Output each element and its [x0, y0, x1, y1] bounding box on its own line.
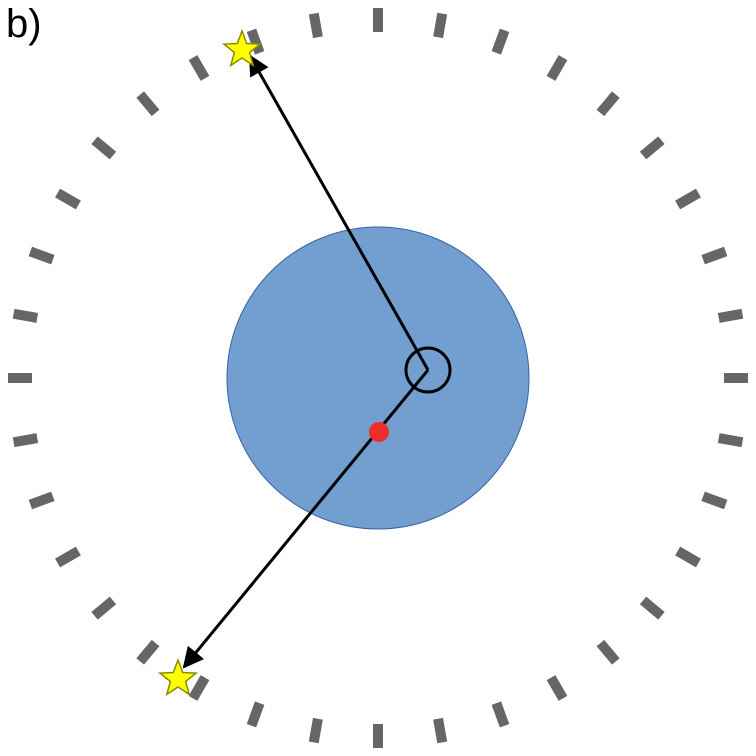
tick-mark [596, 91, 620, 117]
tick-mark [28, 246, 55, 265]
red-dot-icon [369, 422, 389, 442]
tick-mark [308, 717, 323, 744]
central-disk [226, 226, 530, 530]
tick-mark [546, 55, 568, 81]
tick-mark [12, 433, 39, 448]
tick-mark [701, 491, 728, 510]
arrow-to-upper-star [248, 54, 430, 371]
tick-mark [28, 491, 55, 510]
tick-mark [55, 188, 81, 210]
tick-mark [717, 433, 744, 448]
tick-mark [136, 639, 160, 665]
tick-mark [675, 188, 701, 210]
tick-mark [491, 701, 510, 728]
panel-label: b) [6, 2, 42, 46]
tick-mark [546, 675, 568, 701]
tick-mark [91, 596, 117, 620]
tick-mark [675, 546, 701, 568]
tick-mark [188, 55, 210, 81]
tick-mark [246, 701, 265, 728]
tick-ring [8, 8, 748, 748]
tick-mark [136, 91, 160, 117]
tick-mark [433, 12, 448, 39]
tick-mark [639, 136, 665, 160]
tick-mark [91, 136, 117, 160]
tick-mark [639, 596, 665, 620]
tick-mark [433, 717, 448, 744]
tick-mark [246, 28, 265, 55]
tick-mark [188, 675, 210, 701]
tick-mark [55, 546, 81, 568]
tick-mark [308, 12, 323, 39]
tick-mark [12, 308, 39, 323]
star-icon [221, 28, 263, 68]
tick-mark [491, 28, 510, 55]
star-icon [157, 657, 199, 697]
tick-mark [701, 246, 728, 265]
arrow-to-lower-star [182, 369, 430, 669]
tick-mark [717, 308, 744, 323]
tick-mark [596, 639, 620, 665]
ring-icon [404, 346, 452, 394]
